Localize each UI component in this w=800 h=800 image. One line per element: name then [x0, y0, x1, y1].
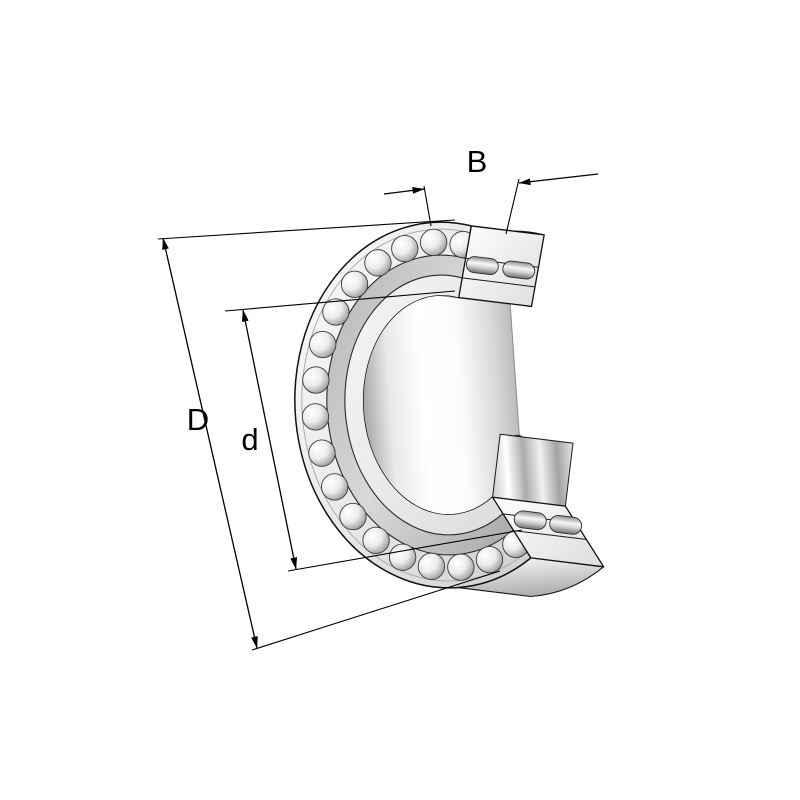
cut-roller [502, 260, 536, 280]
raceway-groove [326, 255, 513, 555]
race-edge-inner [344, 274, 504, 536]
roller [301, 403, 330, 431]
dimension-B [383, 173, 599, 235]
extension-line-B-left [423, 185, 432, 227]
dimension-d [224, 290, 523, 572]
roller [339, 502, 367, 531]
roller [417, 552, 446, 580]
roller [302, 366, 330, 394]
roller [309, 330, 337, 359]
dimension-D [157, 219, 501, 651]
extension-line-d-bottom [287, 529, 523, 572]
extension-line-D-top [157, 219, 456, 240]
roller [475, 546, 504, 574]
dimension-annotations [157, 173, 599, 651]
roller [388, 543, 417, 571]
cut-face-top [458, 225, 545, 308]
dimension-tail-B-right [518, 173, 599, 186]
label-width: B [467, 144, 488, 179]
cut-section-top [458, 225, 545, 308]
race-edge-outer [326, 254, 514, 556]
chamfer-arc [301, 228, 528, 582]
dimension-tail-B-left [383, 187, 425, 195]
extension-line-D-bottom [251, 570, 501, 651]
roller [322, 298, 350, 326]
cut-line [461, 277, 536, 288]
cut-roller [549, 515, 583, 535]
cut-roller [513, 510, 547, 531]
roller [419, 228, 448, 257]
roller [308, 439, 336, 467]
roller [320, 473, 349, 501]
extension-line-d-top [224, 290, 456, 312]
dimension-line-D [162, 237, 258, 649]
label-outer-diameter: D [187, 402, 209, 437]
dimension-line-d [241, 309, 298, 570]
bearing-body [294, 221, 605, 598]
inner-ring-face [344, 275, 503, 535]
roller [340, 270, 369, 298]
cut-section-bottom [491, 496, 605, 568]
cut-roller [465, 256, 499, 275]
roller [447, 553, 475, 581]
extension-line-B-right [505, 178, 520, 235]
roller [362, 526, 390, 554]
roller [364, 249, 392, 277]
label-bore-diameter: d [241, 422, 258, 457]
roller [391, 234, 419, 263]
cut-line [512, 529, 587, 540]
